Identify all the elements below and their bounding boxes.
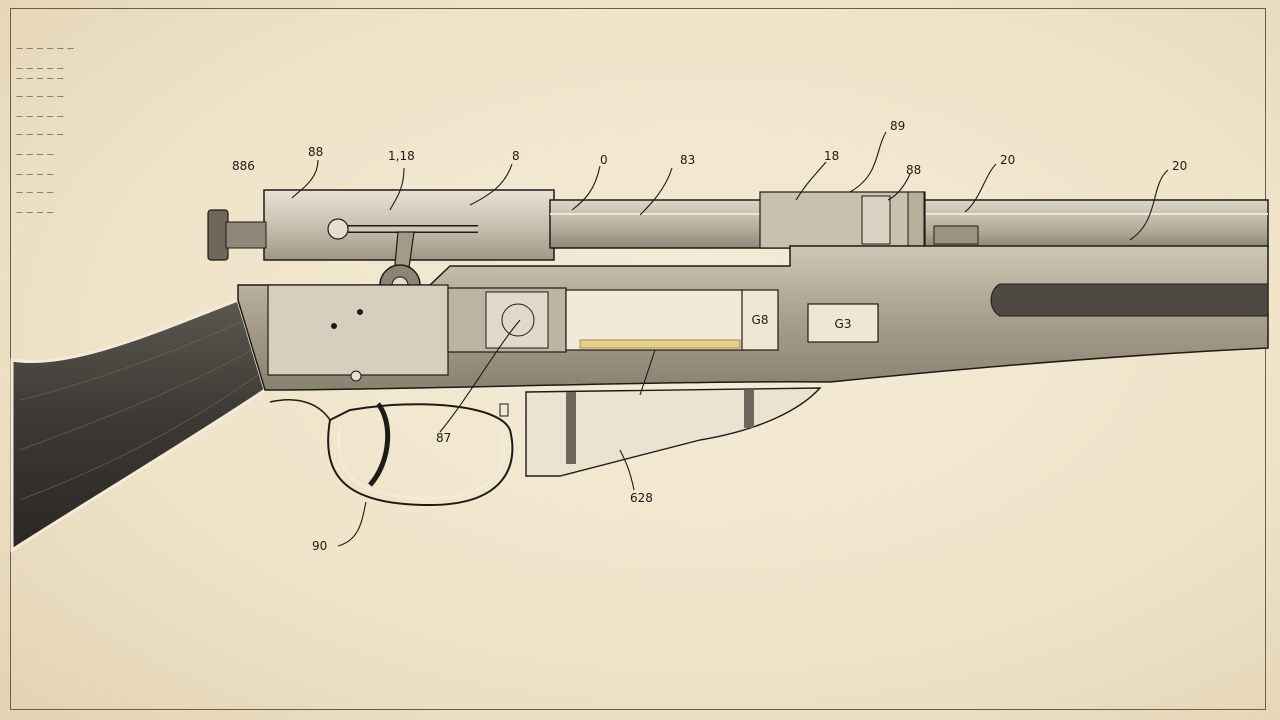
callout-label: 886 (232, 159, 255, 173)
note-line: — — — — — (16, 64, 65, 72)
sight-block (759, 191, 926, 249)
callout-label: 628 (630, 491, 653, 505)
callout-label: 20 (1172, 159, 1187, 173)
note-line: — — — — — (16, 92, 65, 100)
bolt-pin (327, 218, 349, 240)
label-box (741, 289, 779, 351)
note-line: — — — — (16, 188, 55, 196)
note-line: — — — — — — (16, 44, 75, 52)
trigger (368, 402, 391, 487)
callout-label: 1,18 (388, 149, 415, 163)
trigger-guard (327, 403, 514, 507)
callout-label: 18 (824, 149, 839, 163)
note-line: — — — — (16, 150, 55, 158)
boxed-label: G3 (835, 317, 852, 331)
label-box (807, 303, 879, 343)
callout-label: 87 (436, 431, 451, 445)
butt-stock (10, 298, 267, 553)
callout-label: 88 (308, 145, 323, 159)
note-line: — — — — (16, 208, 55, 216)
receiver-plate (267, 284, 449, 376)
callout-label: 0 (600, 153, 608, 167)
boxed-label: G8 (752, 313, 769, 327)
note-line: — — — — — (16, 112, 65, 120)
note-line: — — — — (16, 170, 55, 178)
cocking-knob (207, 209, 229, 261)
callout-label: 83 (680, 153, 695, 167)
callout-label: 88 (906, 163, 921, 177)
note-line: — — — — — (16, 74, 65, 82)
callout-label: 20 (1000, 153, 1015, 167)
callout-label: 8 (512, 149, 520, 163)
note-line: — — — — — (16, 130, 65, 138)
callout-label: 89 (890, 119, 905, 133)
callout-label: 90 (312, 539, 327, 553)
